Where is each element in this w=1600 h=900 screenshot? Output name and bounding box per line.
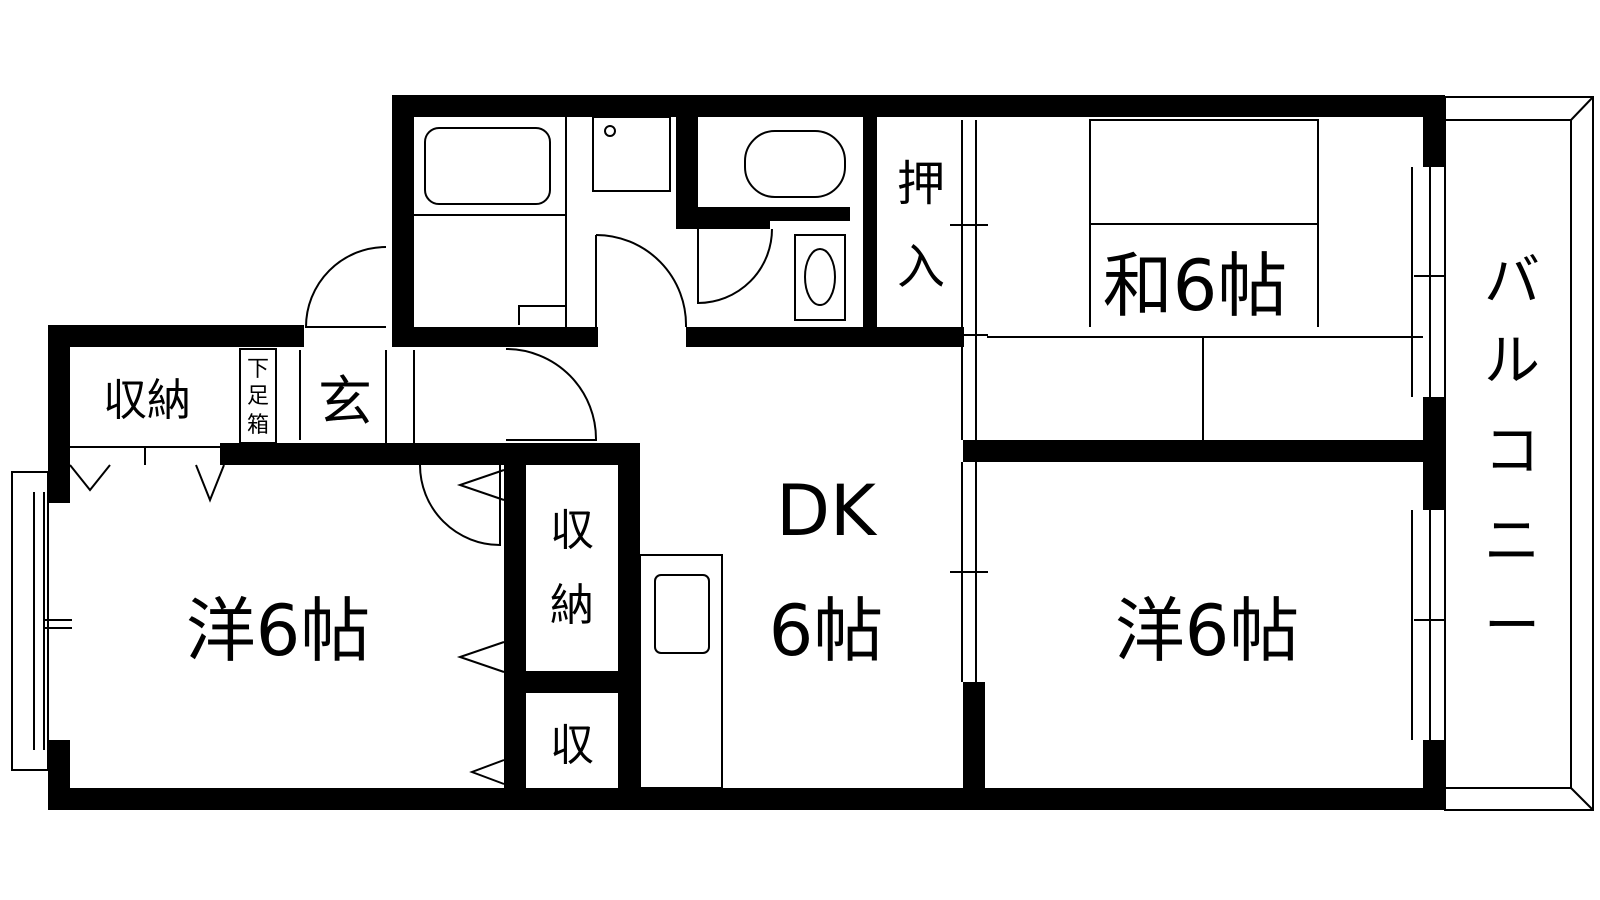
- toilet-icon: [744, 130, 846, 198]
- washer-icon: [592, 116, 671, 192]
- room-label-dk-2: 6帖: [769, 590, 884, 672]
- label-storage-center-2: 納: [550, 580, 594, 631]
- label-balcony-2: ル: [1484, 329, 1540, 394]
- label-storage-small: 収: [550, 720, 594, 771]
- label-shoe-box-3: 箱: [247, 413, 269, 438]
- kitchen-counter: [639, 554, 723, 789]
- bathtub-icon: [424, 127, 551, 205]
- room-label-western-right: 洋6帖: [1115, 590, 1300, 672]
- room-label-dk-1: DK: [776, 470, 878, 552]
- bath-fixtures: [414, 116, 846, 327]
- label-shoe-box-2: 足: [247, 384, 269, 409]
- label-storage-center-1: 収: [550, 505, 594, 556]
- label-balcony-5: ー: [1484, 594, 1540, 659]
- doors: [299, 228, 773, 547]
- label-storage-top-left: 収納: [103, 375, 191, 426]
- label-closet-2: 入: [897, 239, 945, 295]
- label-closet-1: 押: [897, 156, 945, 212]
- label-balcony-3: コ: [1484, 419, 1540, 484]
- outer-walls: [48, 95, 1445, 810]
- label-balcony-1: バ: [1484, 249, 1540, 314]
- tatami-lines: [987, 119, 1423, 440]
- folding-doors: [69, 305, 565, 785]
- label-shoe-box-1: 下: [247, 357, 269, 382]
- kitchen-sink-icon: [654, 574, 710, 654]
- room-label-western-left: 洋6帖: [186, 590, 371, 672]
- label-entrance: 玄: [318, 370, 372, 433]
- room-label-japanese: 和6帖: [1103, 245, 1288, 327]
- interior-walls: [220, 95, 1423, 810]
- label-balcony-4: ニ: [1484, 509, 1540, 574]
- shoe-box: [239, 348, 277, 444]
- windows: [11, 120, 1444, 771]
